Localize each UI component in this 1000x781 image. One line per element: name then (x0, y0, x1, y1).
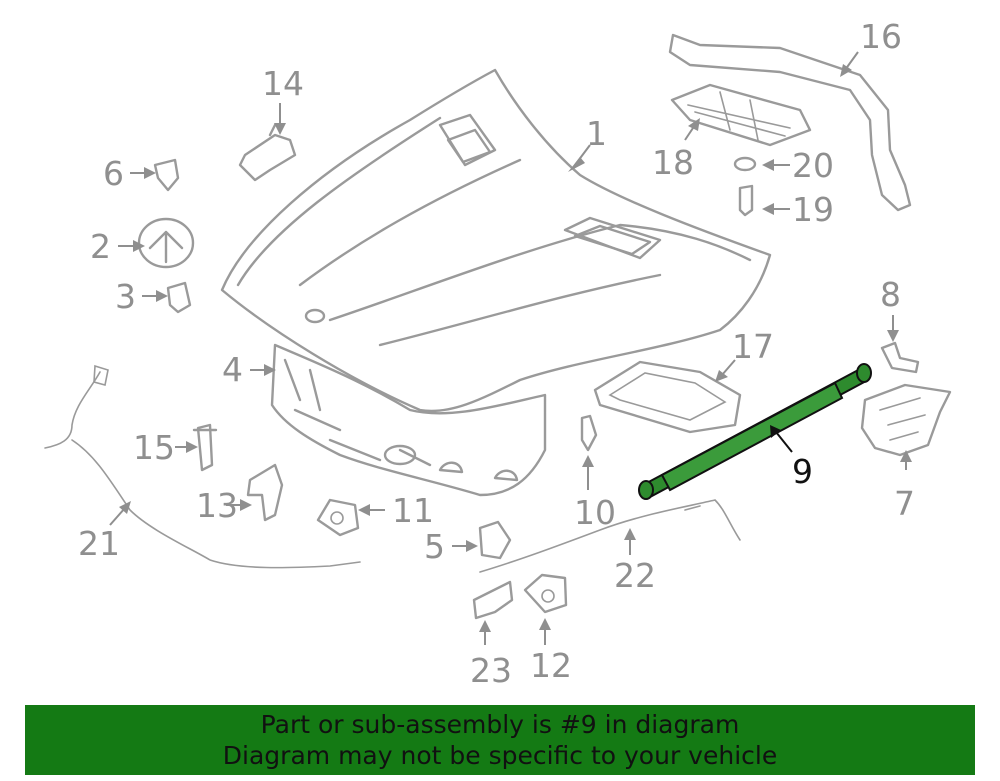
callout-1: 1 (586, 114, 607, 153)
small-hardware (137, 33, 952, 620)
callout-21: 21 (78, 524, 120, 563)
release-cables (44, 364, 741, 573)
footer-line-1: Part or sub-assembly is #9 in diagram (260, 710, 740, 739)
callout-23: 23 (470, 651, 512, 690)
callout-22: 22 (614, 556, 656, 595)
callout-12: 12 (530, 646, 572, 685)
callout-3: 3 (115, 277, 136, 316)
callout-20: 20 (792, 146, 834, 185)
footer-line-2: Diagram may not be specific to your vehi… (222, 741, 778, 770)
footer-banner: Part or sub-assembly is #9 in diagram Di… (25, 705, 975, 775)
callout-8: 8 (880, 275, 901, 314)
gas-strut (638, 363, 872, 500)
callout-19: 19 (792, 190, 834, 229)
callout-18: 18 (652, 143, 694, 182)
callout-9: 9 (792, 452, 813, 491)
callout-16: 16 (860, 17, 902, 56)
callout-4: 4 (222, 350, 243, 389)
parts-diagram: 1 2 3 4 5 6 7 8 9 10 11 12 13 14 15 16 1 (44, 17, 952, 690)
hood-inner-frame (270, 343, 547, 497)
callout-6: 6 (103, 154, 124, 193)
callout-7: 7 (894, 484, 915, 523)
callouts: 1 2 3 4 5 6 7 8 9 10 11 12 13 14 15 16 1 (78, 17, 915, 690)
callout-14: 14 (262, 64, 304, 103)
callout-15: 15 (133, 428, 175, 467)
callout-17: 17 (732, 327, 774, 366)
hood-panel (220, 68, 772, 413)
callout-11: 11 (392, 491, 434, 530)
callout-10: 10 (574, 493, 616, 532)
callout-13: 13 (196, 486, 238, 525)
callout-2: 2 (90, 227, 111, 266)
callout-5: 5 (424, 527, 445, 566)
